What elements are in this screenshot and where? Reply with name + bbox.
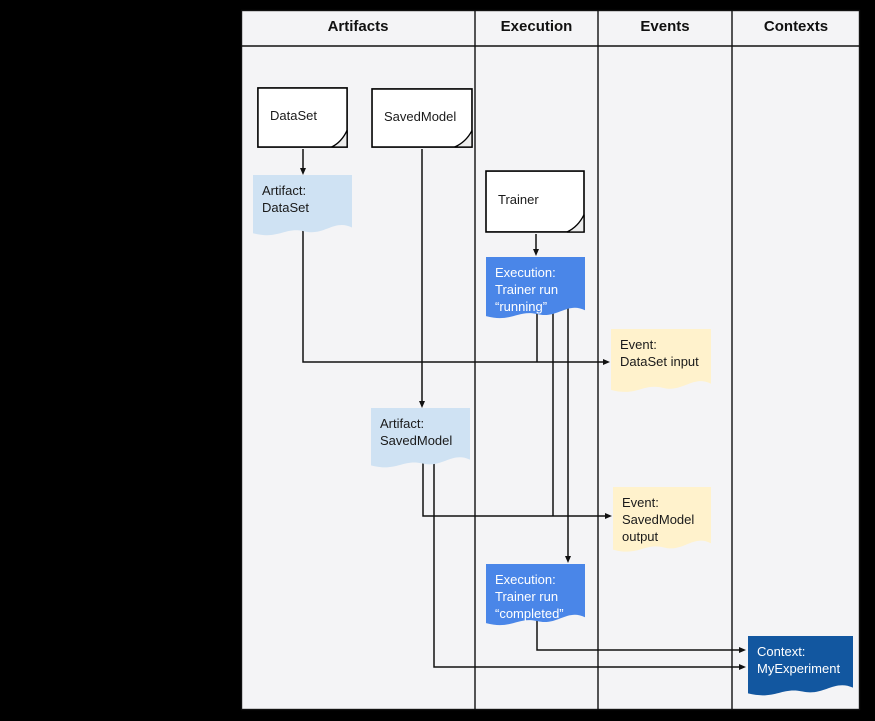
artifact-savedmodel-node: Artifact: SavedModel xyxy=(371,408,470,475)
execution-running-node: Execution: Trainer run “running” xyxy=(486,257,585,326)
folded-corner-icon xyxy=(567,215,584,232)
event-savedmodel-output-label: Event: SavedModel output xyxy=(622,495,695,544)
trainer-card-node: Trainer xyxy=(485,170,585,233)
dataset-card-label: DataSet xyxy=(270,108,317,123)
trainer-card-label: Trainer xyxy=(498,192,539,207)
document-shape xyxy=(486,564,585,626)
document-shape xyxy=(613,487,711,552)
artifact-dataset-label: Artifact: DataSet xyxy=(262,183,309,215)
document-shape xyxy=(371,408,470,468)
swimlane-grid xyxy=(240,9,861,711)
connector-artifact-savedmodel-to-context xyxy=(433,462,746,670)
artifact-dataset-node: Artifact: DataSet xyxy=(253,175,352,243)
document-shape xyxy=(611,329,711,392)
dataset-card-node: DataSet xyxy=(257,87,348,148)
event-dataset-input-node: Event: DataSet input xyxy=(611,329,711,400)
savedmodel-card-node: SavedModel xyxy=(371,88,473,148)
execution-completed-label: Execution: Trainer run “completed” xyxy=(495,572,564,621)
document-shape xyxy=(253,175,352,236)
connector-artifact-savedmodel-to-event-output xyxy=(422,460,612,519)
execution-completed-node: Execution: Trainer run “completed” xyxy=(486,564,585,633)
column-header-events: Events xyxy=(640,18,690,35)
connector-artifact-dataset-to-event-input xyxy=(302,230,610,365)
folded-corner-icon xyxy=(332,130,347,147)
artifact-savedmodel-label: Artifact: SavedModel xyxy=(380,416,453,448)
execution-running-label: Execution: Trainer run “running” xyxy=(495,265,559,314)
folded-corner-icon xyxy=(455,131,472,147)
event-dataset-input-label: Event: DataSet input xyxy=(620,337,699,369)
context-myexperiment-node: Context: MyExperiment xyxy=(748,636,853,703)
savedmodel-card-label: SavedModel xyxy=(384,108,457,124)
document-shape xyxy=(486,257,585,319)
column-header-execution: Execution xyxy=(500,18,573,35)
event-savedmodel-output-node: Event: SavedModel output xyxy=(613,487,711,560)
connector-execution-completed-to-context xyxy=(536,618,746,653)
column-header-contexts: Contexts xyxy=(763,18,829,35)
context-myexperiment-label: Context: MyExperiment xyxy=(757,644,841,676)
column-header-artifacts: Artifacts xyxy=(327,18,389,35)
document-shape xyxy=(748,636,853,696)
